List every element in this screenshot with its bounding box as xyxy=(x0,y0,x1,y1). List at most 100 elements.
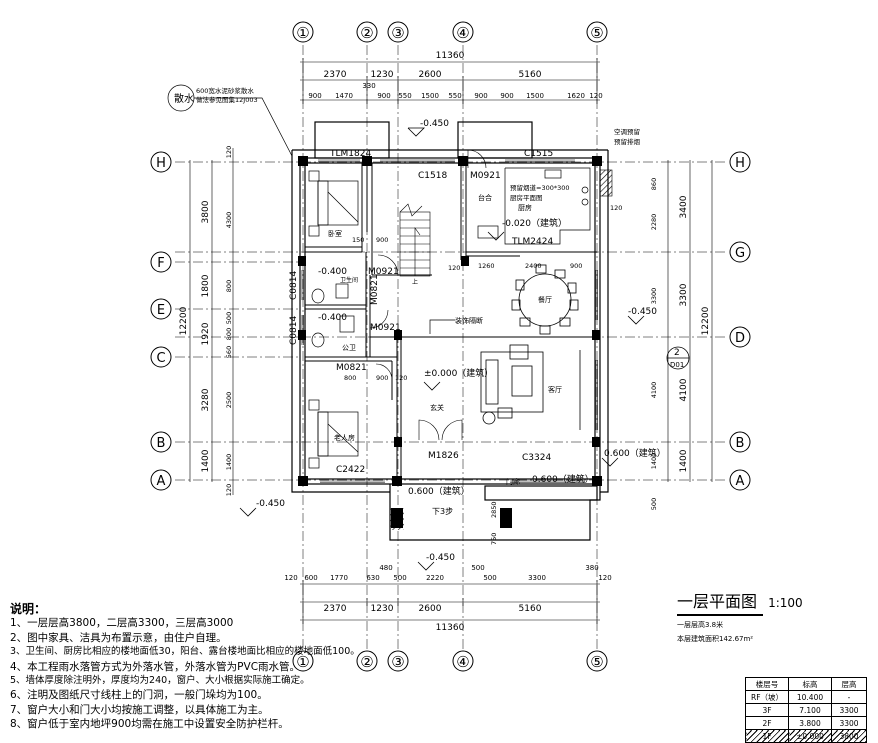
dim-t2-1: 1470 xyxy=(335,92,353,100)
misc-dim-3: 1260 xyxy=(478,262,495,270)
label-living: 客厅 xyxy=(548,385,562,394)
level-cell: 3300 xyxy=(831,703,867,717)
axis-1-bottom: ① xyxy=(296,653,309,671)
label-toilet: 公卫 xyxy=(342,344,356,352)
axis-bubbles-top: ① ② ③ ④ ⑤ xyxy=(292,21,608,43)
plan-labels: 散水 600宽水泥砂浆散水 做法参见图集12J003 TLM1824 C1515… xyxy=(174,86,684,516)
axis-2-top: ② xyxy=(360,24,373,42)
axis-4-top: ④ xyxy=(456,24,469,42)
label-sanshui-note1: 600宽水泥砂浆散水 xyxy=(196,86,254,95)
label-m0921-a: M0921 xyxy=(470,171,501,181)
misc-dim-0: 150 xyxy=(352,236,364,244)
elev-right: -0.450 xyxy=(628,307,657,317)
dim-right-1400: 1400 xyxy=(679,449,689,472)
dim-top-1230: 1230 xyxy=(371,70,394,80)
label-kitchen: 厨房 xyxy=(518,203,532,212)
label-foyer: 玄关 xyxy=(430,403,444,412)
elev-porch-right: 0.600（建筑） xyxy=(604,447,666,459)
label-tlm1824: TLM1824 xyxy=(329,149,371,159)
axis-1-top: ① xyxy=(296,24,309,42)
label-m1826: M1826 xyxy=(428,451,459,461)
axis-F-left: F xyxy=(157,256,164,271)
label-c0814-a: C0814 xyxy=(289,271,299,300)
level-cell: 3.800 xyxy=(788,716,832,730)
label-dining: 餐厅 xyxy=(538,295,552,304)
note-line: 2、图中家具、洁具为布置示意，由住户自理。 xyxy=(10,631,227,644)
dim-t2-5: 1500 xyxy=(421,92,439,100)
dim-ri-4: 1400 xyxy=(650,453,658,470)
dims-right-inner: 860 2280 3300 4100 1400 500 xyxy=(650,178,658,510)
level-header-height: 层高 xyxy=(831,677,867,691)
label-bath: 卫生间 xyxy=(340,276,358,284)
label-m0921-b: M0921 xyxy=(368,267,399,277)
elev-living: ±0.000（建筑） xyxy=(424,367,493,379)
dim-b1-4: 480 xyxy=(379,564,392,572)
axis-H-left: H xyxy=(156,156,166,171)
drawing-title-block: 一层平面图 1:100 一层层高3.8米 本层建筑面积142.67m² xyxy=(677,588,877,644)
dim-li-0: 120 xyxy=(225,146,233,158)
dim-t2-2: 330 xyxy=(362,82,375,90)
axis-A-left: A xyxy=(157,474,166,489)
level-table-header: 楼层号 标高 层高 xyxy=(745,677,867,691)
note-line: 4、本工程雨水落管方式为外落水管，外落水管为PVC雨水管。 xyxy=(10,660,301,673)
drawing-title: 一层平面图 xyxy=(677,592,758,611)
note-line: 3、卫生间、厨房比相应的楼地面低30，阳台、露台楼地面比相应的楼地面低100。 xyxy=(10,646,360,658)
label-flue: 预留烟道=300*300 xyxy=(510,183,570,192)
elevation-markers xyxy=(239,127,645,571)
table-row: RF（坡） 10.400 - xyxy=(745,690,867,704)
dim-right-4100: 4100 xyxy=(679,378,689,401)
title-underline xyxy=(677,614,763,616)
dim-li-6: 2500 xyxy=(225,392,233,409)
dim-li-7: 1400 xyxy=(225,454,233,471)
label-c1518: C1518 xyxy=(418,171,447,181)
level-cell: - xyxy=(831,690,867,704)
label-platform: 台合 xyxy=(478,193,492,202)
staircase xyxy=(399,203,431,277)
dim-t2-6: 550 xyxy=(448,92,461,100)
dim-total-bottom: 11360 xyxy=(436,623,465,633)
dim-li-3: 500 xyxy=(225,312,233,324)
axis-5-top: ⑤ xyxy=(590,24,603,42)
dim-right-3300: 3300 xyxy=(679,283,689,306)
misc-dim-9: 120 xyxy=(448,264,460,272)
axis-bubbles-left: H F E C B A xyxy=(150,151,172,491)
axis-D-right: D xyxy=(735,331,745,346)
windows xyxy=(301,159,598,483)
dim-bot-5160: 5160 xyxy=(519,604,542,614)
axis-4-bottom: ④ xyxy=(456,653,469,671)
level-cell: 7.100 xyxy=(788,703,832,717)
dim-left-1400: 1400 xyxy=(201,449,211,472)
dim-ri-5: 500 xyxy=(650,498,658,510)
label-sanshui: 散水 xyxy=(174,92,194,105)
dim-b1-0: 120 xyxy=(284,574,297,582)
dim-t2-8: 900 xyxy=(500,92,513,100)
misc-dim-10: 120 xyxy=(395,374,407,382)
dim-t2-11: 120 xyxy=(589,92,602,100)
elev-porch-right2: 0.600（建筑） xyxy=(532,473,594,485)
dim-t2-7: 900 xyxy=(474,92,487,100)
dim-right-3400: 3400 xyxy=(679,195,689,218)
misc-dims: 150 900 900 1260 2400 900 800 750 2850 1… xyxy=(344,204,622,545)
sofa-set xyxy=(480,344,581,430)
elev-top-left: -0.450 xyxy=(420,119,449,129)
axis-gridlines xyxy=(175,45,728,650)
dim-right-total: 12200 xyxy=(701,306,711,335)
misc-dim-2: 900 xyxy=(376,374,388,382)
axis-B-right: B xyxy=(736,436,745,451)
axis-bubbles-right: H G D B A xyxy=(729,151,751,491)
label-note-arrow: 装饰隔断 xyxy=(455,316,483,325)
dim-li-8: 120 xyxy=(225,484,233,496)
label-ac2: 预留排烟 xyxy=(614,137,641,146)
label-down: 下3步 xyxy=(432,507,453,516)
axis-2-bottom: ② xyxy=(360,653,373,671)
floor-height-note: 一层层高3.8米 xyxy=(677,621,724,629)
dim-top-2600: 2600 xyxy=(419,70,442,80)
elev-bath2: -0.400 xyxy=(318,313,347,323)
dim-top-5160: 5160 xyxy=(519,70,542,80)
dims-left-inner: 120 4300 800 500 800 560 2500 1400 120 xyxy=(225,146,233,496)
misc-dim-11: 120 xyxy=(610,204,622,212)
label-bedroom2: 老人房 xyxy=(334,433,355,442)
dims-right: 12200 3400 3300 4100 1400 xyxy=(667,160,713,482)
dim-ri-2: 3300 xyxy=(650,288,658,305)
dims-top-row2: 900 1470 330 900 550 1500 550 900 900 15… xyxy=(308,82,602,100)
